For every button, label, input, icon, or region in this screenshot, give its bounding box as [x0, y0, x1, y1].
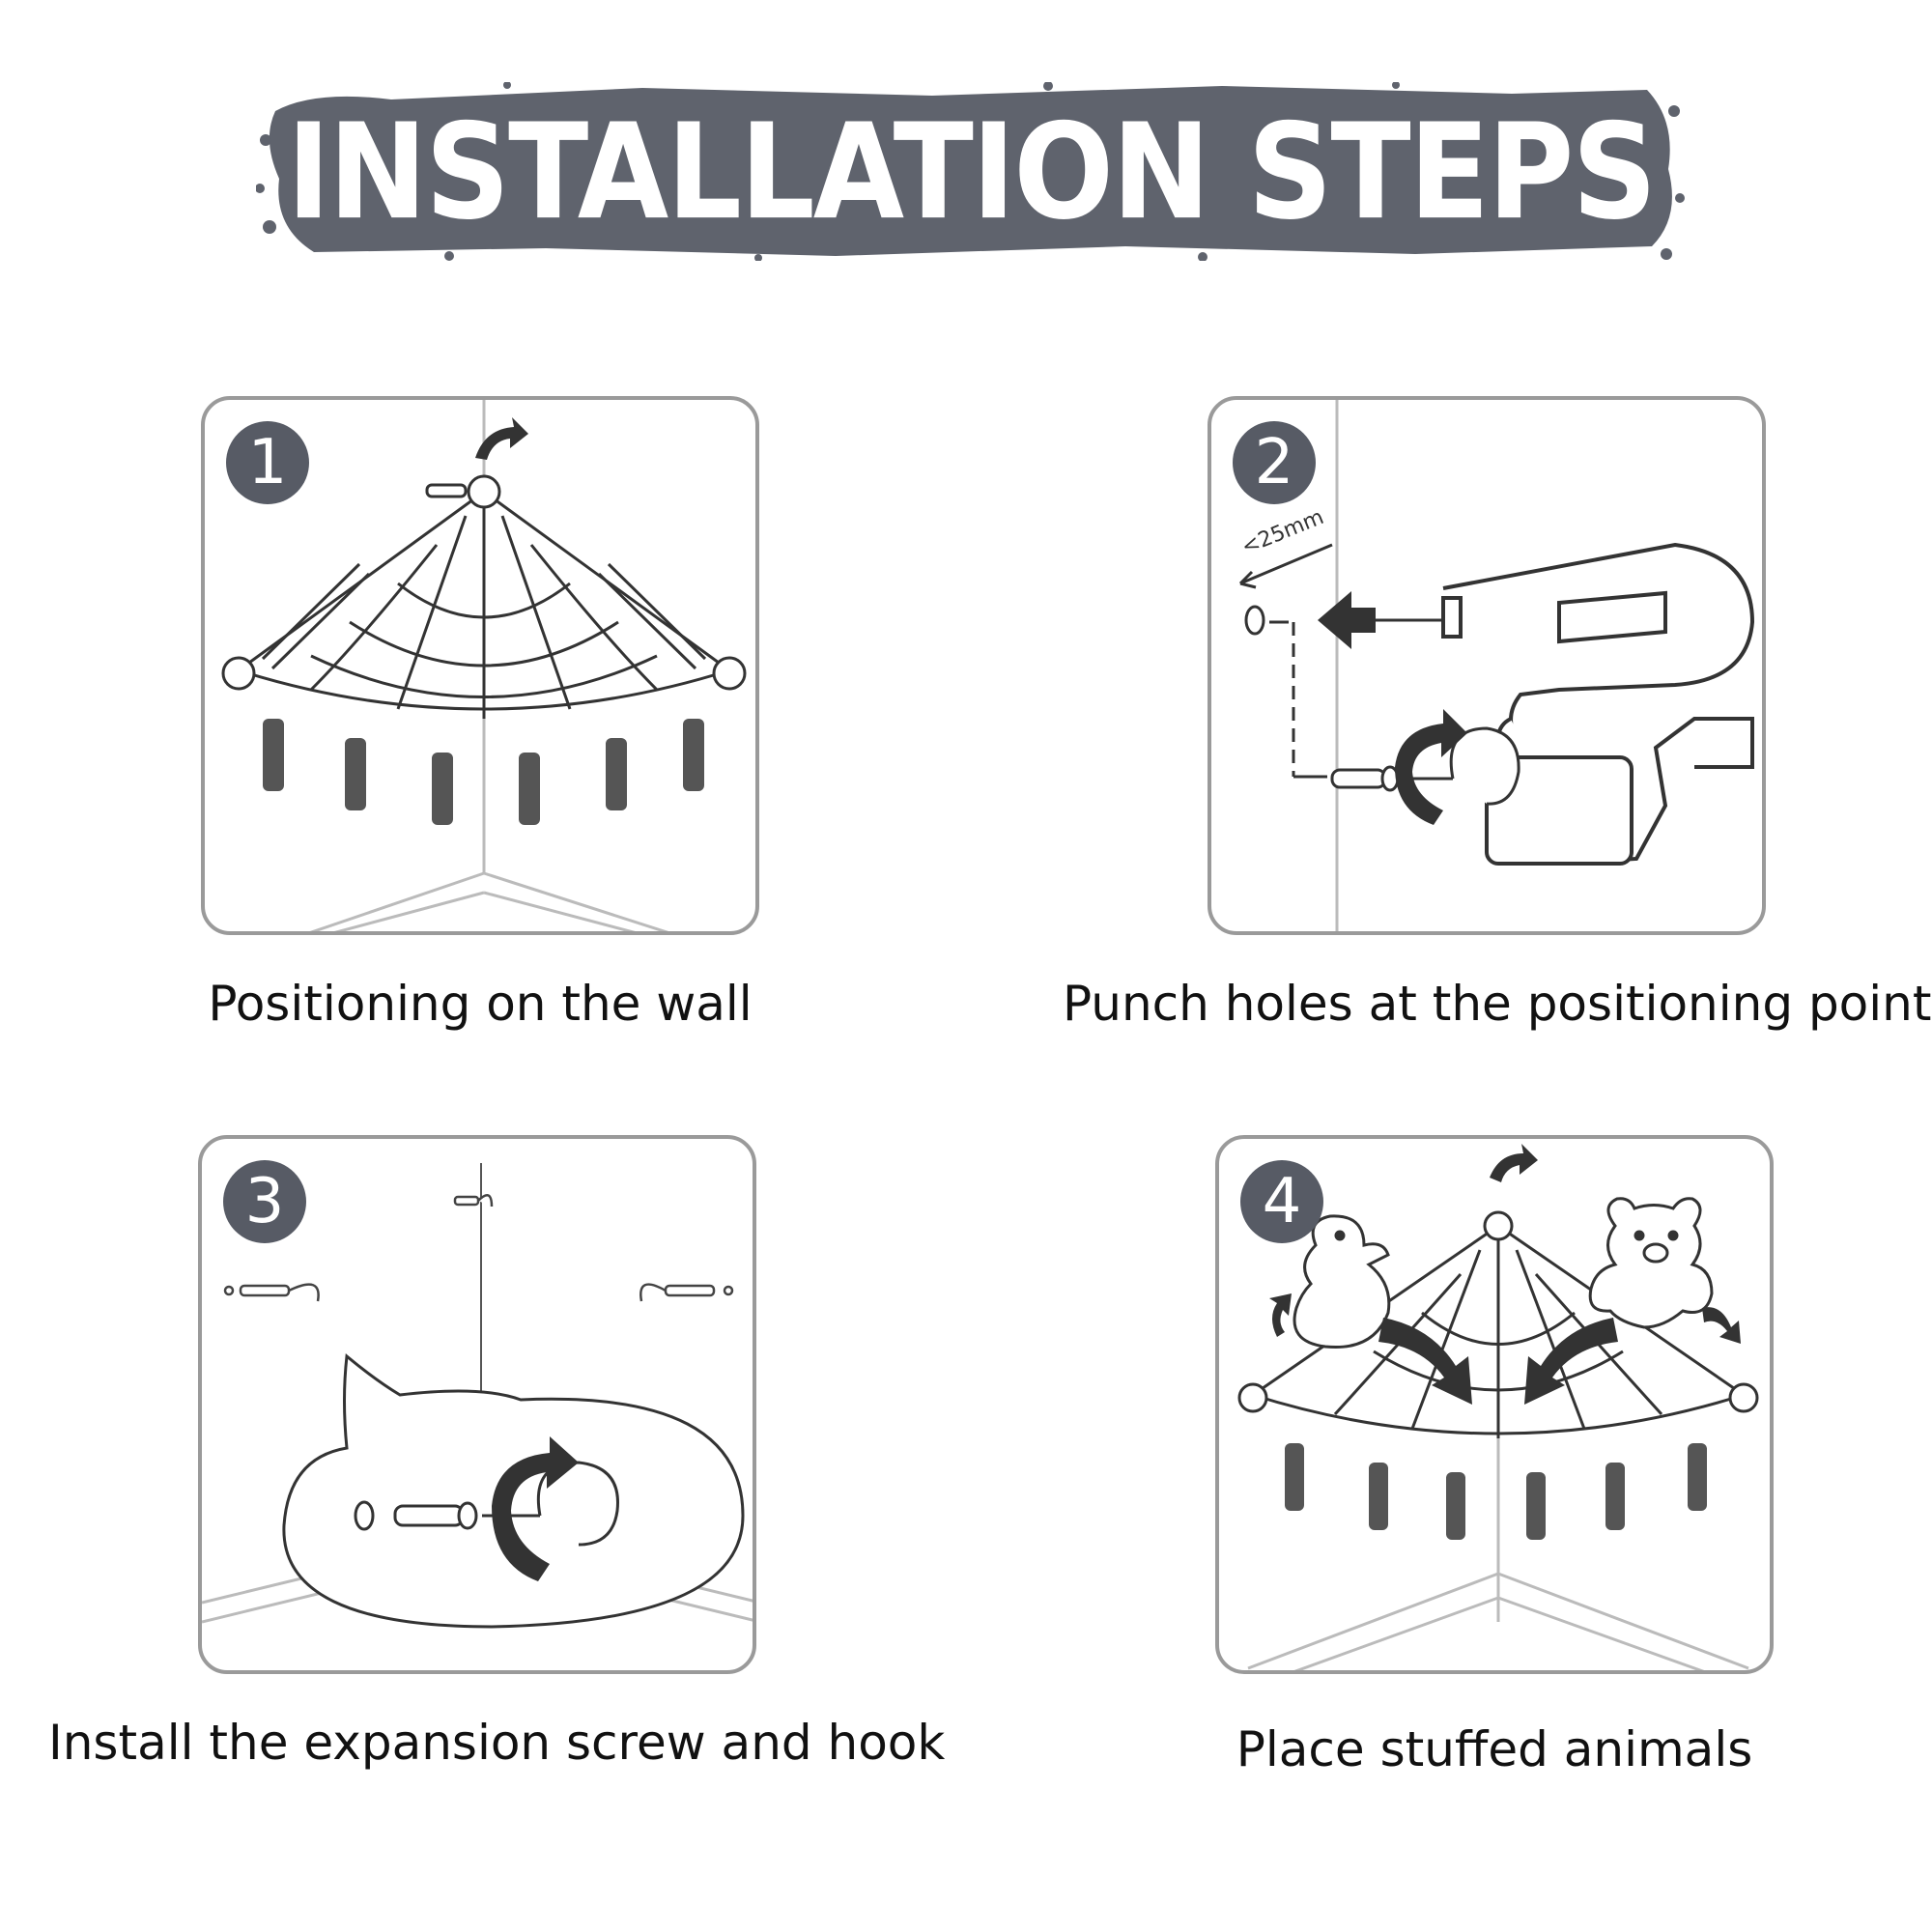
step-4-caption: Place stuffed animals — [1236, 1721, 1753, 1777]
step-2-caption: Punch holes at the positioning point — [1063, 976, 1932, 1032]
drill-illustration: <25mm — [1238, 400, 1755, 931]
hanging-net-illustration — [221, 400, 747, 931]
step-number-badge: 4 — [1240, 1160, 1323, 1243]
step-number-badge: 3 — [223, 1160, 306, 1243]
brush-stroke-background — [256, 82, 1685, 261]
step-4-panel: 4 — [1215, 1135, 1774, 1674]
screw-hook-illustration — [202, 1163, 753, 1629]
step-3-caption: Install the expansion screw and hook — [48, 1715, 946, 1771]
step-2-panel: <25mm 2 — [1208, 396, 1766, 935]
step-3-panel: 3 — [198, 1135, 756, 1674]
step-1-panel: 1 — [201, 396, 759, 935]
step-number-badge: 1 — [226, 421, 309, 504]
step-1-caption: Positioning on the wall — [208, 976, 753, 1032]
step-number-badge: 2 — [1233, 421, 1316, 504]
header-banner: INSTALLATION STEPS — [256, 82, 1686, 261]
stuffed-animals-illustration — [1237, 1144, 1759, 1670]
page-title: INSTALLATION STEPS — [286, 94, 1658, 249]
